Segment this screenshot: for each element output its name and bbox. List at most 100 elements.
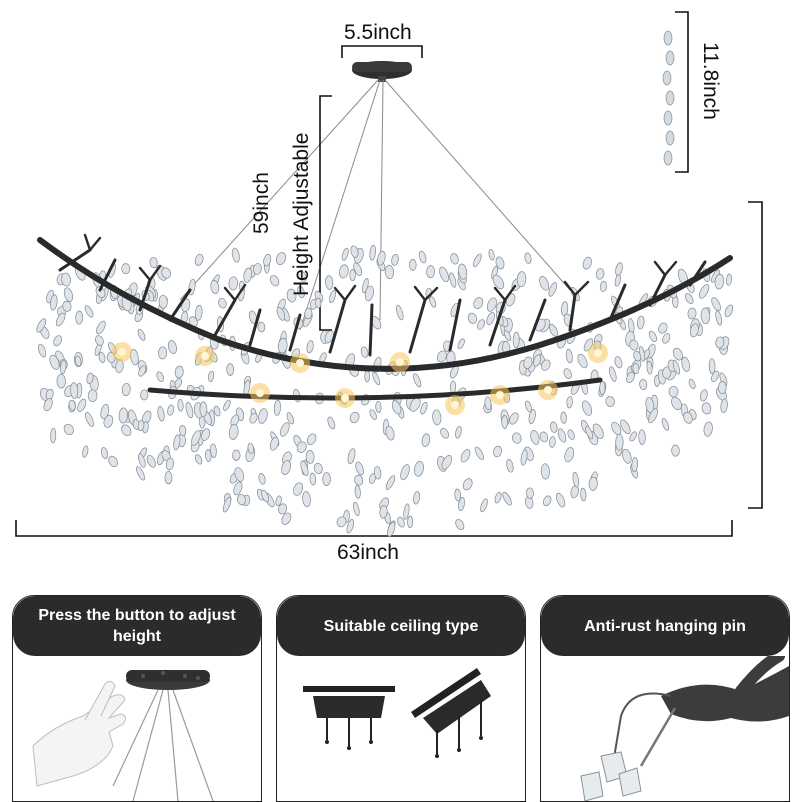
crystal-drop <box>492 274 505 290</box>
crystal-drop <box>550 421 558 433</box>
crystal-drop <box>325 275 334 290</box>
crystal-drop <box>210 280 220 294</box>
crystal-drop <box>564 447 575 463</box>
crystal-drop <box>369 473 376 484</box>
crystal-drop <box>488 248 495 261</box>
crystal-drop <box>108 455 118 468</box>
crystal-drop <box>276 306 286 321</box>
crystal-drop <box>369 409 377 420</box>
crystal-drop <box>213 405 221 417</box>
crystal-drop <box>247 442 255 454</box>
crystal-drop <box>609 366 617 382</box>
crystal-drop <box>555 492 566 508</box>
crystal-drop <box>648 330 657 343</box>
crystal-drop <box>354 485 361 499</box>
crystal-drop <box>512 331 520 349</box>
crystal-drop <box>658 322 668 334</box>
crystal-drop <box>355 461 364 476</box>
crystal-drop <box>467 312 478 324</box>
crystal-drop <box>156 371 164 382</box>
crystal-drop <box>726 273 732 286</box>
crystal-drop <box>293 482 304 496</box>
crystal-drop <box>637 315 645 330</box>
crystal-drop <box>350 245 359 258</box>
crystal-drop <box>121 424 132 437</box>
crystal-drop <box>472 253 482 268</box>
crystal-drop <box>369 244 376 261</box>
crystal-drop <box>140 389 149 401</box>
crystal-drop <box>484 396 492 411</box>
crystal-drop <box>533 354 542 367</box>
crystal-drop <box>228 276 239 291</box>
crystal-drop <box>304 307 313 320</box>
crystal-drop <box>560 411 567 424</box>
crystal-drop <box>432 409 442 426</box>
crystal-drop <box>526 487 534 499</box>
crystal-drop <box>648 408 659 424</box>
crystal-drop <box>685 293 694 305</box>
crystal-drop <box>718 381 727 394</box>
crystal-drop <box>296 441 307 453</box>
crystal-drop <box>279 422 290 437</box>
crystal-drop <box>165 457 174 471</box>
crystal-drop <box>615 262 623 277</box>
suspension-cables <box>179 79 571 331</box>
sloped-ceiling-icon <box>411 668 491 758</box>
crystal-drop <box>409 259 417 271</box>
crystal-drop <box>486 297 497 312</box>
crystal-drop <box>377 250 386 266</box>
crystal-drop <box>55 312 66 327</box>
crystal-drop <box>580 487 587 502</box>
crystal-drop <box>633 350 642 362</box>
crystal-drop <box>493 445 502 458</box>
crystal-drop <box>243 267 252 283</box>
crystal-drop <box>75 355 82 367</box>
crystal-drop <box>549 323 558 337</box>
crystal-drop <box>539 431 549 443</box>
height-adjustable-label: Height Adjustable <box>290 132 313 296</box>
crystal-drop <box>263 254 272 267</box>
crystal-drop <box>455 519 465 531</box>
crystal-drop <box>164 471 173 485</box>
crystal-drop <box>563 368 572 379</box>
crystal-drop <box>249 412 258 424</box>
crystal-drop <box>523 356 533 369</box>
crystal-drop <box>501 415 508 429</box>
crystal-drop <box>460 449 471 463</box>
crystal-drop <box>309 472 317 486</box>
crystal-drop <box>539 276 550 291</box>
crystal-drop <box>689 323 699 338</box>
chandelier-illustration <box>15 11 763 537</box>
crystal-drop <box>455 426 462 439</box>
crystal-drop <box>313 463 323 474</box>
crystal-drop <box>346 519 355 534</box>
crystal-drop <box>458 263 468 280</box>
crystal-drop <box>63 423 74 436</box>
crystal-drop <box>338 264 349 279</box>
crystal-drop <box>581 400 593 416</box>
crystal-drop <box>223 399 231 411</box>
crystal-drop <box>231 247 240 263</box>
crystal-drop <box>269 275 280 287</box>
crystal-drop <box>218 297 227 309</box>
branch-frame <box>37 233 733 401</box>
panel-hanging-pin: Anti-rust hanging pin <box>540 595 790 802</box>
crystal-drop <box>258 473 266 485</box>
crystal-drop <box>349 269 356 282</box>
crystal-drop <box>253 263 262 275</box>
crystal-drop <box>300 460 309 477</box>
crystal-drop <box>85 411 94 427</box>
crystal-drop <box>711 297 721 312</box>
crystal-drop <box>281 460 292 475</box>
crystal-drop <box>486 311 495 326</box>
crystal-drop <box>286 288 297 303</box>
crystal-drop <box>352 501 360 517</box>
crystal-drop <box>622 448 632 464</box>
crystal-drop <box>364 285 374 302</box>
crystal-drop <box>714 273 725 290</box>
crystal-drop <box>237 494 246 506</box>
crystal-drop <box>275 495 282 507</box>
crystal-drop <box>86 372 94 384</box>
crystal-drop <box>512 432 522 444</box>
crystal-drop <box>440 428 449 439</box>
